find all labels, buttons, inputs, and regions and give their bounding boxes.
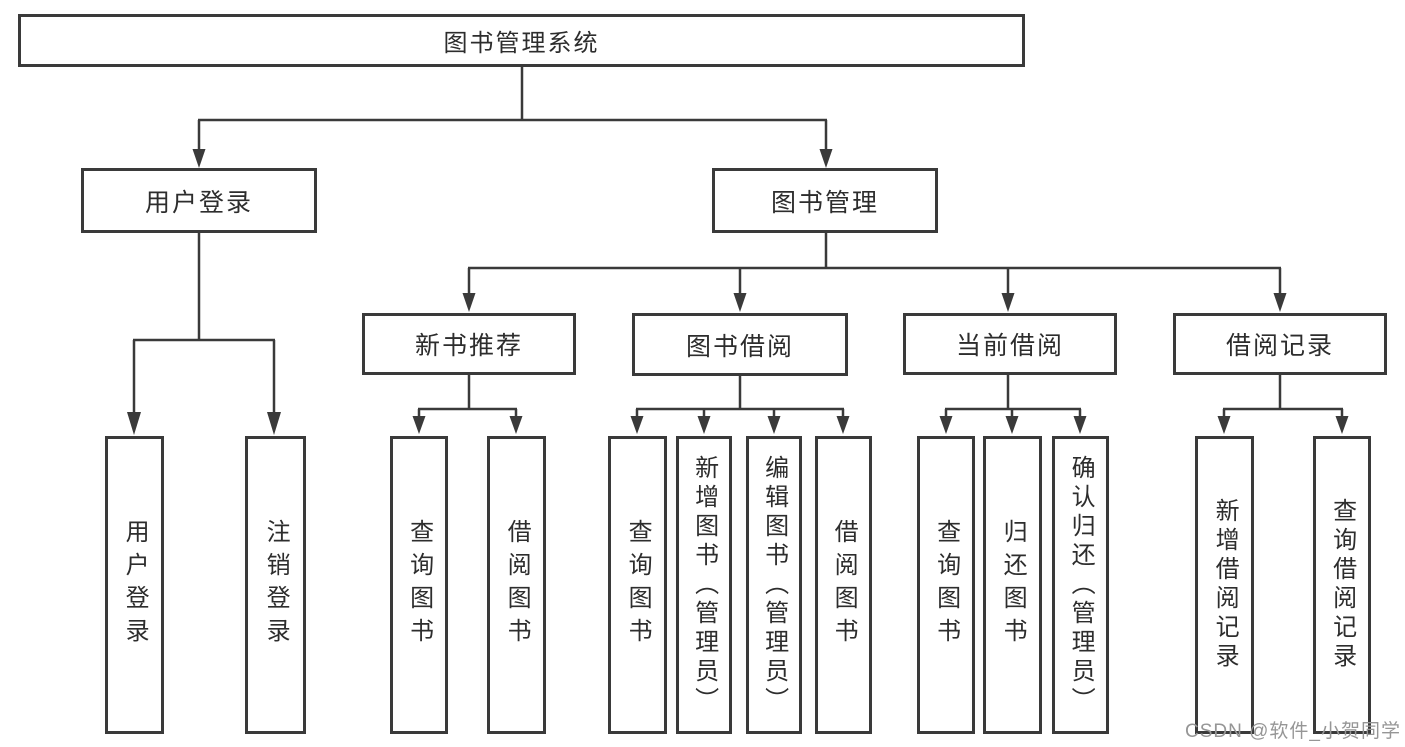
leaf-label: 用户登录 bbox=[121, 519, 149, 651]
leaf-label: 确认归还（管理员） bbox=[1067, 454, 1095, 716]
node-book-management: 图书管理 bbox=[712, 168, 938, 233]
node-new-book-recommend: 新书推荐 bbox=[362, 313, 576, 375]
leaf-label: 查询图书 bbox=[932, 519, 960, 651]
leaf-label: 查询图书 bbox=[405, 519, 433, 651]
leaf-query-books-recommend: 查询图书 bbox=[390, 436, 448, 734]
leaf-borrow-books: 借阅图书 bbox=[815, 436, 872, 734]
leaf-query-borrow-record: 查询借阅记录 bbox=[1313, 436, 1371, 734]
leaf-label: 归还图书 bbox=[999, 519, 1027, 651]
leaf-logout: 注销登录 bbox=[245, 436, 306, 734]
node-current-borrow: 当前借阅 bbox=[903, 313, 1117, 375]
leaf-user-login: 用户登录 bbox=[105, 436, 164, 734]
leaf-label: 借阅图书 bbox=[830, 519, 858, 651]
leaf-label: 新增借阅记录 bbox=[1211, 498, 1239, 672]
leaf-label: 注销登录 bbox=[262, 519, 290, 651]
leaf-label: 编辑图书（管理员） bbox=[760, 454, 788, 716]
leaf-confirm-return-admin: 确认归还（管理员） bbox=[1052, 436, 1109, 734]
node-borrow-records: 借阅记录 bbox=[1173, 313, 1387, 375]
leaf-return-book: 归还图书 bbox=[983, 436, 1042, 734]
leaf-borrow-books-recommend: 借阅图书 bbox=[487, 436, 546, 734]
leaf-label: 新增图书（管理员） bbox=[690, 454, 718, 716]
leaf-add-book-admin: 新增图书（管理员） bbox=[676, 436, 732, 734]
leaf-edit-book-admin: 编辑图书（管理员） bbox=[746, 436, 802, 734]
node-root-system: 图书管理系统 bbox=[18, 14, 1025, 67]
node-book-borrow: 图书借阅 bbox=[632, 313, 848, 376]
leaf-query-books-current: 查询图书 bbox=[917, 436, 975, 734]
leaf-add-borrow-record: 新增借阅记录 bbox=[1195, 436, 1254, 734]
leaf-label: 借阅图书 bbox=[503, 519, 531, 651]
leaf-query-books-borrow: 查询图书 bbox=[608, 436, 667, 734]
csdn-watermark: CSDN @软件_小贺同学 bbox=[1185, 721, 1401, 742]
leaf-label: 查询借阅记录 bbox=[1328, 498, 1356, 672]
node-user-login: 用户登录 bbox=[81, 168, 317, 233]
leaf-label: 查询图书 bbox=[624, 519, 652, 651]
